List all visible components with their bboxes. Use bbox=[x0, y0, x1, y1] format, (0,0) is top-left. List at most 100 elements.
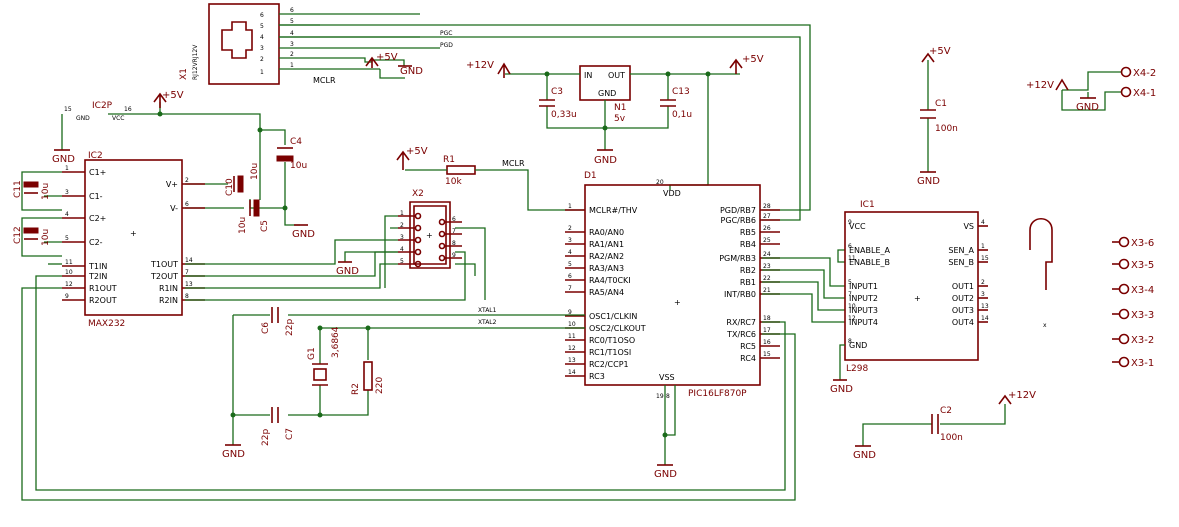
pic-pin-label-pgm-rb3: PGM/RB3 bbox=[719, 254, 756, 263]
c6-name: C6 bbox=[261, 322, 271, 334]
l298-pin-num-13: 13 bbox=[981, 303, 989, 310]
x2-pin-num-6: 6 bbox=[452, 216, 456, 223]
xtal1-net-label: XTAL1 bbox=[478, 307, 497, 314]
x2-gnd-label: GND bbox=[336, 266, 359, 277]
x2-pin-5 bbox=[414, 260, 422, 268]
c2-vcc12-label: +12V bbox=[1008, 390, 1036, 401]
max232-pin-label-t1in: T1IN bbox=[88, 262, 107, 271]
x4-terminal-label-2: X4-2 bbox=[1133, 68, 1156, 79]
max232-pin-num-9: 9 bbox=[65, 293, 69, 300]
c3-name: C3 bbox=[551, 87, 563, 97]
pic-pin-num-27: 27 bbox=[763, 213, 771, 220]
cap-c1: C1 100n bbox=[920, 99, 958, 134]
max232-pin-label-c1: C1- bbox=[89, 192, 103, 201]
svg-text:+: + bbox=[674, 298, 681, 307]
l298-pin-num-14: 14 bbox=[981, 315, 989, 322]
x2-gnd-symbol: GND bbox=[336, 261, 359, 277]
max232-pin-num-14: 14 bbox=[185, 257, 193, 264]
c1-vcc5-symbol: +5V bbox=[921, 46, 951, 63]
pic-pin-num-23: 23 bbox=[763, 263, 771, 270]
x3-terminal-6 bbox=[1118, 236, 1130, 248]
reg-gnd-label: GND bbox=[594, 155, 617, 166]
cap-c6: C6 22p bbox=[261, 307, 295, 336]
pic-pin-label-ra2-an2: RA2/AN2 bbox=[589, 252, 624, 261]
l298-pin-num-4: 4 bbox=[981, 219, 985, 226]
cap-c10: C10 10u bbox=[225, 163, 260, 196]
pic-pin-label-rb2: RB2 bbox=[740, 266, 756, 275]
c1-gnd-label: GND bbox=[917, 176, 940, 187]
l298-ic1: IC1 L298 + 9VCC6ENABLE_A11ENABLE_B5INPUT… bbox=[844, 200, 989, 374]
ic2p-gnd-label: GND bbox=[52, 154, 75, 165]
g1-value: 3,6864 bbox=[331, 326, 341, 358]
pic-pin-num-17: 17 bbox=[763, 327, 771, 334]
ic2p-gnd: GND bbox=[76, 115, 90, 122]
pic-pin-label-pgd-rb7: PGD/RB7 bbox=[720, 206, 756, 215]
pic-pin-num-11: 11 bbox=[568, 333, 576, 340]
cap-c5: 10u C5 bbox=[238, 199, 270, 234]
svg-text:+: + bbox=[914, 294, 921, 303]
x3-terminal-label-1: X3-1 bbox=[1131, 358, 1154, 369]
max232-pin-label-c1: C1+ bbox=[89, 168, 106, 177]
r1-value: 10k bbox=[445, 177, 462, 187]
x2-pin-num-3: 3 bbox=[400, 234, 404, 241]
x1-gnd-label: GND bbox=[400, 66, 423, 77]
pic-gnd-label: GND bbox=[654, 469, 677, 480]
max232-pin-label-r2out: R2OUT bbox=[89, 296, 117, 305]
x1-mclr-label: MCLR bbox=[313, 76, 336, 85]
ic2p-gnd-symbol: GND bbox=[52, 149, 75, 165]
l298-name: IC1 bbox=[860, 200, 875, 210]
pic-pin-label-rc5: RC5 bbox=[740, 342, 756, 351]
max232-pin-num-10: 10 bbox=[65, 269, 73, 276]
max232-pin-num-13: 13 bbox=[185, 281, 193, 288]
ic2p-vcc5-label: +5V bbox=[162, 90, 184, 101]
x4-vcc12-label: +12V bbox=[1026, 80, 1054, 91]
max232-pin-label-t1out: T1OUT bbox=[150, 260, 178, 269]
x3-terminal-label-4: X3-4 bbox=[1131, 285, 1154, 296]
pic-pin-label-pgc-rb6: PGC/RB6 bbox=[721, 216, 756, 225]
max232-pin-num-1: 1 bbox=[65, 165, 69, 172]
x2-pin-num-9: 9 bbox=[452, 252, 456, 259]
reg-vcc12-label: +12V bbox=[466, 60, 494, 71]
x2-pin-4 bbox=[414, 248, 422, 256]
x3-terminal-5 bbox=[1118, 258, 1130, 270]
reg-gnd-symbol: GND bbox=[594, 149, 617, 166]
pic-pin-label-tx-rc6: TX/RC6 bbox=[726, 330, 756, 339]
max232-pin-num-4: 4 bbox=[65, 211, 69, 218]
l298-pin-num-8: 8 bbox=[848, 338, 852, 345]
x4-terminal-2 bbox=[1120, 66, 1132, 78]
x2-pin-1 bbox=[414, 212, 422, 220]
pic-vss-pin-19: 19 bbox=[656, 393, 664, 400]
c11-name: C11 bbox=[13, 180, 23, 198]
r1-vcc5-symbol: +5V bbox=[396, 146, 428, 170]
l298-pin-label-enable-a: ENABLE_A bbox=[849, 246, 891, 255]
c2-value: 100n bbox=[940, 433, 963, 443]
l298-pin-num-10: 10 bbox=[848, 303, 856, 310]
l298-pin-label-out4: OUT4 bbox=[952, 318, 974, 327]
cap-c11: C11 10u bbox=[13, 180, 51, 200]
x2-name: X2 bbox=[412, 189, 424, 199]
l298-pin-num-1: 1 bbox=[981, 243, 985, 250]
x2-pin-num-8: 8 bbox=[452, 240, 456, 247]
l298-pin-label-out1: OUT1 bbox=[952, 282, 974, 291]
pic-pin-label-ra3-an3: RA3/AN3 bbox=[589, 264, 624, 273]
x1-value: RJ12VRJ12V bbox=[192, 44, 199, 80]
c1-name: C1 bbox=[935, 99, 947, 109]
pic-pin-num-14: 14 bbox=[568, 369, 576, 376]
c1-gnd-symbol: GND bbox=[917, 171, 940, 187]
l298-pin-label-sen-b: SEN_B bbox=[948, 258, 974, 267]
c6-value: 22p bbox=[285, 319, 295, 336]
x3-terminal-3 bbox=[1118, 308, 1130, 320]
max232-pin-label-r1out: R1OUT bbox=[89, 284, 117, 293]
reg-vcc5-label: +5V bbox=[742, 54, 764, 65]
x1-wire-1: 1 bbox=[290, 62, 294, 69]
svg-text:+: + bbox=[130, 229, 137, 238]
r2-value: 220 bbox=[375, 377, 385, 394]
l298-pin-num-9: 9 bbox=[848, 219, 852, 226]
cap-c13: C13 0,1u bbox=[660, 87, 692, 120]
l298-pin-label-gnd: GND bbox=[849, 341, 867, 350]
r1-mclr-label: MCLR bbox=[502, 159, 525, 168]
pic-pin-num-4: 4 bbox=[568, 249, 572, 256]
x1-wire-6: 6 bbox=[290, 7, 294, 14]
